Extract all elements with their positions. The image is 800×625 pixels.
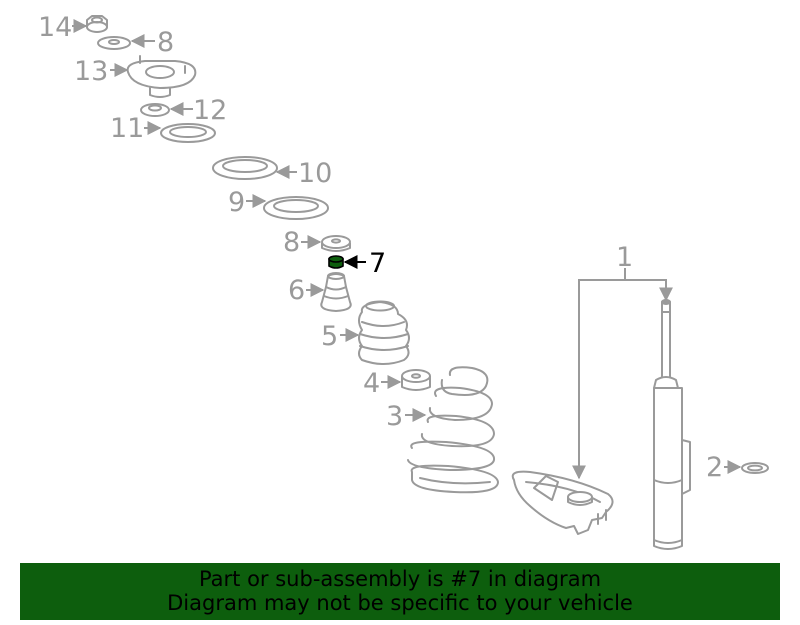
part-5-dust-boot[interactable] bbox=[358, 300, 410, 365]
part-8-washer-top[interactable] bbox=[97, 36, 131, 50]
callout-5: 5 bbox=[321, 321, 338, 352]
callout-11: 11 bbox=[110, 113, 144, 144]
callout-6: 6 bbox=[288, 275, 305, 306]
part-8-washer-lower[interactable] bbox=[321, 235, 351, 252]
part-4-spacer[interactable] bbox=[401, 369, 431, 391]
leader-lines bbox=[72, 19, 742, 480]
callout-7: 7 bbox=[369, 248, 386, 279]
callout-9: 9 bbox=[228, 187, 245, 218]
part-3-coil-spring[interactable] bbox=[407, 366, 499, 494]
part-10-upper-spring-seat[interactable] bbox=[212, 156, 278, 180]
part-14-nut[interactable] bbox=[86, 15, 108, 33]
callout-14: 14 bbox=[38, 12, 72, 43]
callout-4: 4 bbox=[363, 368, 380, 399]
part-7-bushing[interactable] bbox=[328, 255, 344, 269]
callout-10: 10 bbox=[298, 158, 332, 189]
part-11-spring-seat[interactable] bbox=[160, 123, 216, 143]
info-banner: Part or sub-assembly is #7 in diagram Di… bbox=[20, 563, 780, 620]
callout-3: 3 bbox=[386, 401, 403, 432]
callout-13: 13 bbox=[74, 56, 108, 87]
callout-12: 12 bbox=[193, 95, 227, 126]
banner-line-1: Part or sub-assembly is #7 in diagram bbox=[198, 567, 602, 591]
part-1-shock-absorber[interactable] bbox=[653, 299, 691, 550]
banner-line-2: Diagram may not be specific to your vehi… bbox=[167, 591, 633, 615]
part-12-bearing[interactable] bbox=[140, 103, 170, 117]
callout-2: 2 bbox=[706, 452, 723, 483]
part-1-strut-assembly[interactable] bbox=[511, 470, 614, 535]
part-6-bump-stop[interactable] bbox=[320, 272, 352, 312]
part-13-strut-mount[interactable] bbox=[126, 55, 197, 98]
callout-8-lower: 8 bbox=[283, 227, 300, 258]
part-2-ring[interactable] bbox=[741, 462, 769, 474]
callout-8-top: 8 bbox=[157, 27, 174, 58]
callout-1: 1 bbox=[616, 242, 633, 273]
part-9-insulator[interactable] bbox=[263, 196, 329, 220]
